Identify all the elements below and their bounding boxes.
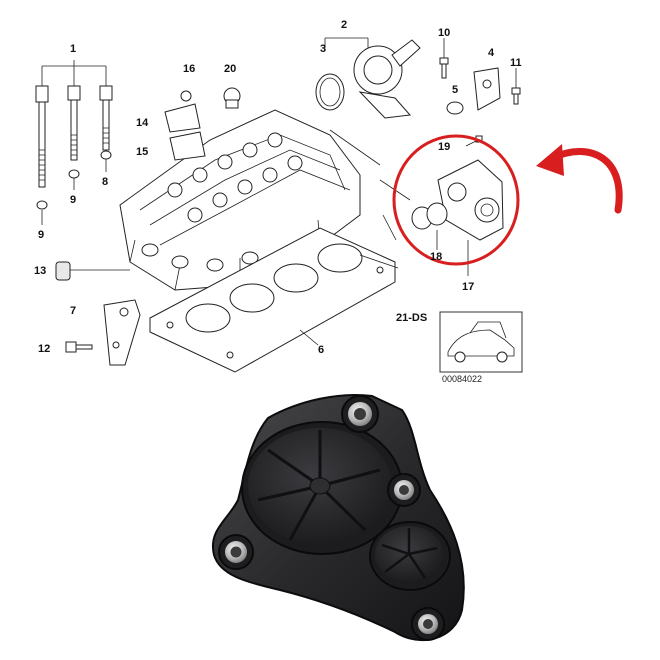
callout-9b: 9 [38, 229, 44, 241]
bolt-insert-bottom [411, 607, 445, 641]
callout-6: 6 [318, 344, 324, 356]
callout-15: 15 [136, 146, 148, 158]
callout-3: 3 [320, 43, 326, 55]
callout-16: 16 [183, 63, 195, 75]
vacuum-pump [315, 37, 421, 119]
callout-7: 7 [70, 305, 76, 317]
diagram-panel: 21-DS 00084022 1 2 3 4 5 6 7 8 9 9 10 11… [34, 19, 623, 384]
callout-5: 5 [452, 84, 458, 96]
large-cover [241, 421, 403, 555]
o-ring-5 [446, 101, 464, 115]
callout-19: 19 [438, 141, 450, 153]
mounting-bosses [218, 395, 445, 641]
bolt-insert-left [218, 534, 254, 570]
callout-1: 1 [70, 43, 76, 55]
combustion-ports [141, 243, 259, 272]
plug-13 [55, 261, 130, 281]
image-code: 00084022 [442, 374, 482, 384]
callout-12: 12 [38, 343, 50, 355]
callout-8: 8 [102, 176, 108, 188]
bracket-7 [103, 299, 141, 366]
callout-20: 20 [224, 63, 236, 75]
bracket-4 [473, 67, 501, 111]
callout-4: 4 [488, 47, 495, 59]
vehicle-thumbnail [439, 311, 523, 373]
bolt-insert-right [387, 473, 421, 507]
bolt-insert-top [341, 395, 379, 433]
cylinder-head-bolts [35, 60, 113, 225]
bolt-10 [439, 38, 449, 79]
bolt-12 [65, 341, 93, 353]
callout-18: 18 [430, 251, 442, 263]
highlight-circle [392, 134, 520, 266]
callout-13: 13 [34, 265, 46, 277]
bolt-11 [511, 68, 521, 105]
head-gasket [149, 227, 396, 373]
callout-11: 11 [510, 57, 522, 69]
callout-17: 17 [462, 281, 474, 293]
cover-plates [164, 87, 241, 161]
camshaft-lobes [167, 132, 303, 223]
small-cover [369, 521, 451, 591]
vehicle-code: 21-DS [396, 312, 427, 324]
highlight-arrow [536, 144, 623, 214]
callout-14: 14 [136, 117, 149, 129]
vehicle-reference: 21-DS 00084022 [396, 311, 523, 384]
callout-numbers: 1 2 3 4 5 6 7 8 9 9 10 11 12 13 14 15 16… [34, 19, 522, 356]
callout-10: 10 [438, 27, 450, 39]
callout-9a: 9 [70, 194, 76, 206]
crankcase-vent-housing-detail [411, 135, 504, 276]
product-photo [211, 393, 465, 641]
callout-2: 2 [341, 19, 347, 31]
